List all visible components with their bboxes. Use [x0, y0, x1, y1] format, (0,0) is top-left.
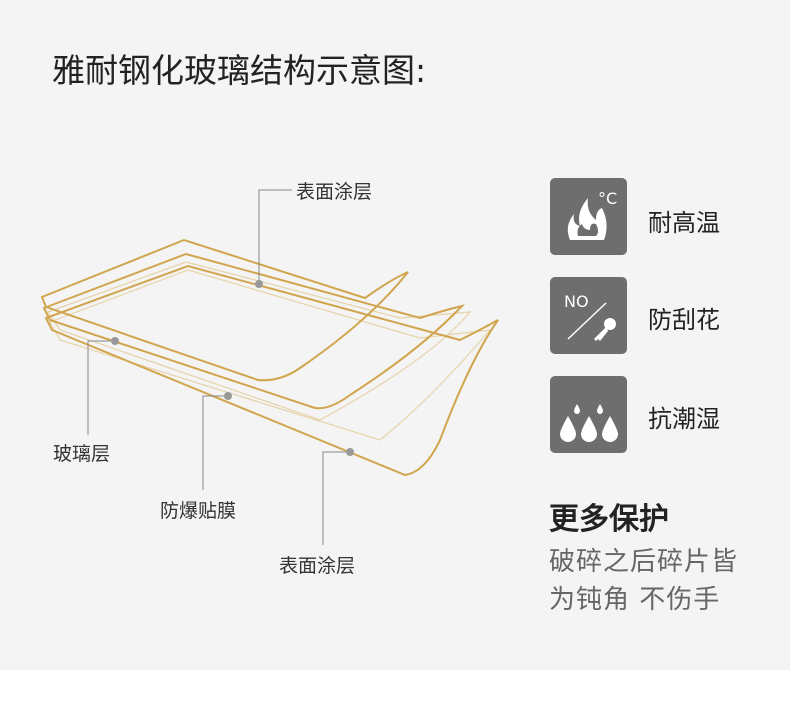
- feature-scratch-resistant: 防刮花: [648, 306, 720, 334]
- leader-bottom-coating: [322, 451, 350, 545]
- layer-bottom: [44, 264, 499, 477]
- label-bottom-coating: 表面涂层: [279, 555, 356, 577]
- page-title: 雅耐钢化玻璃结构示意图:: [52, 51, 427, 90]
- no-key-scratch-icon: NO: [550, 277, 627, 354]
- leader-glass: [87, 340, 115, 435]
- leader-top-coating: [258, 189, 292, 284]
- label-glass: 玻璃层: [53, 443, 111, 465]
- dot-top-coating: [255, 280, 263, 288]
- flame-celsius-icon: °C: [550, 178, 627, 255]
- svg-text:°C: °C: [598, 189, 617, 208]
- dot-bottom-coating: [346, 448, 354, 456]
- protection-desc-line1: 破碎之后碎片皆: [549, 547, 739, 577]
- layer-faint-1: [47, 261, 472, 421]
- feature-moisture-resistant: 抗潮湿: [648, 405, 720, 433]
- more-protection-heading: 更多保护: [549, 502, 669, 537]
- leader-film: [202, 395, 228, 490]
- background: [0, 0, 790, 670]
- protection-desc-line2: 为钝角 不伤手: [549, 585, 721, 615]
- dot-glass: [111, 337, 119, 345]
- layer-top: [40, 238, 409, 382]
- label-film: 防爆贴膜: [160, 500, 237, 522]
- layer-faint-2: [49, 269, 492, 441]
- svg-text:NO: NO: [564, 292, 589, 311]
- layer-film: [42, 252, 466, 410]
- dot-film: [224, 392, 232, 400]
- feature-heat-resistant: 耐高温: [648, 209, 720, 237]
- label-top-coating: 表面涂层: [296, 181, 373, 203]
- water-drops-icon: [550, 376, 627, 453]
